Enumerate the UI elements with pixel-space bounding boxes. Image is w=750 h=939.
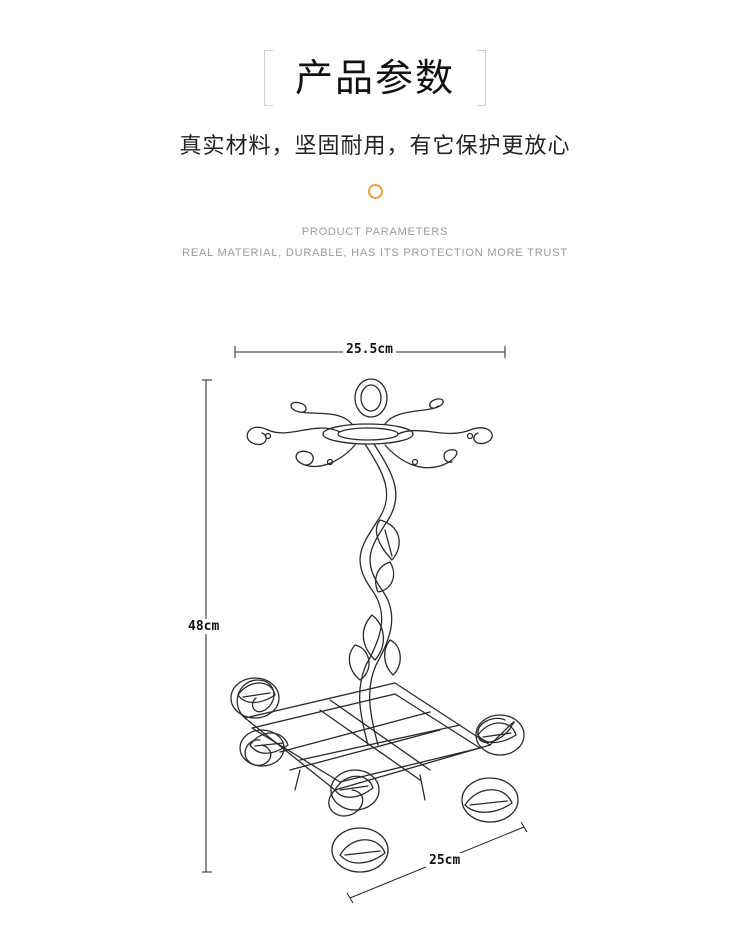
page-subtitle: 真实材料，坚固耐用，有它保护更放心	[179, 134, 571, 159]
width-dimension-label: 25.5cm	[343, 342, 396, 357]
product-illustration	[230, 378, 525, 873]
height-dimension-label: 48cm	[185, 619, 223, 634]
title-box: 产品参数	[264, 50, 486, 106]
title-bracket-left	[264, 50, 273, 106]
depth-dimension-label: 25cm	[426, 853, 464, 868]
accent-dot-icon	[368, 184, 383, 199]
page-title: 产品参数	[294, 56, 455, 100]
english-heading: PRODUCT PARAMETERS	[301, 226, 449, 238]
title-bracket-right	[477, 50, 486, 106]
english-tagline: REAL MATERIAL, DURABLE, HAS ITS PROTECTI…	[182, 247, 568, 259]
